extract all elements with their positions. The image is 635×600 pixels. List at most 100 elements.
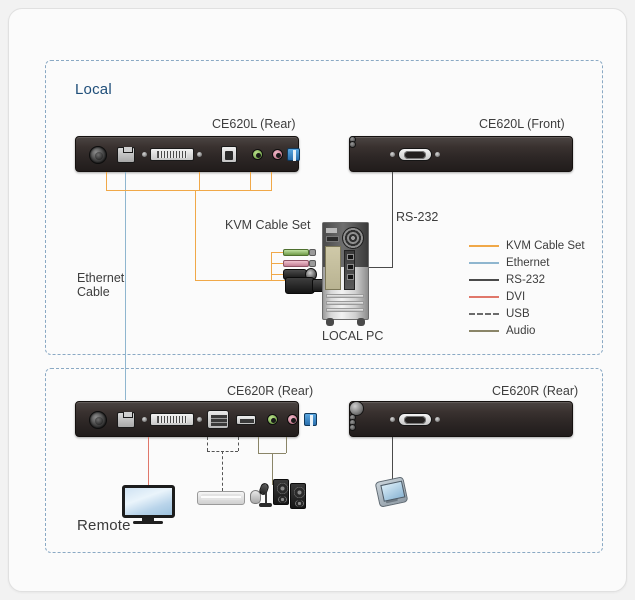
wire-rs232-to-handheld bbox=[392, 437, 393, 479]
pc-badge-icon bbox=[326, 228, 337, 233]
wire-audio-drop-left bbox=[258, 437, 259, 453]
ethernet-rj45-port-icon bbox=[117, 412, 135, 428]
device-title-ce620l-front: CE620L (Front) bbox=[479, 117, 565, 131]
status-led-3-icon bbox=[350, 425, 355, 430]
cable-label-ethernet: Ethernet Cable bbox=[77, 271, 124, 299]
diagram-card: Local Remote CE620L (Rear) CE620L (Front… bbox=[8, 8, 627, 592]
zone-label-remote: Remote bbox=[77, 517, 131, 534]
status-led-1-icon bbox=[350, 137, 355, 142]
wire-audio-trunk bbox=[272, 453, 273, 485]
microphone-jack-icon bbox=[287, 414, 298, 425]
monitor-base bbox=[133, 521, 163, 524]
monitor-neck bbox=[142, 518, 154, 522]
rs232-db9-port-icon bbox=[398, 413, 432, 426]
db9-screw-left-icon bbox=[390, 417, 395, 422]
device-ce620r-rear bbox=[75, 401, 317, 437]
pc-vent-2-icon bbox=[326, 301, 364, 305]
usb-port-upper-icon bbox=[207, 410, 229, 429]
legend-label-audio: Audio bbox=[506, 324, 536, 337]
db9-screw-left-icon bbox=[390, 152, 395, 157]
pc-slot-1-icon bbox=[347, 254, 354, 260]
cable-label-ethernet-line1: Ethernet bbox=[77, 271, 125, 285]
blue-port-icon bbox=[304, 413, 317, 426]
pc-expansion-slots bbox=[344, 250, 355, 290]
wire-usb-to-keyboard bbox=[222, 451, 223, 491]
legend-label-ethernet: Ethernet bbox=[506, 256, 550, 269]
local-pc-tower bbox=[322, 222, 369, 327]
db9-screw-right-icon bbox=[435, 152, 440, 157]
legend-item-kvm-cable-set: KVM Cable Set bbox=[469, 237, 585, 254]
microphone-jack-icon bbox=[272, 149, 283, 160]
status-led-1-icon bbox=[350, 415, 355, 420]
legend-swatch-usb bbox=[469, 312, 499, 315]
monitor-screen bbox=[122, 485, 175, 518]
remote-speaker-right bbox=[290, 483, 306, 509]
power-port-icon bbox=[89, 411, 107, 429]
legend-label-dvi: DVI bbox=[506, 290, 526, 303]
cable-label-rs232: RS-232 bbox=[396, 210, 439, 224]
wire-kvm-to-pink-connector bbox=[271, 263, 283, 264]
ethernet-rj45-port-icon bbox=[117, 147, 135, 163]
wire-dvi-to-monitor bbox=[148, 437, 149, 485]
wire-kvm-to-dvi-connector bbox=[271, 280, 291, 281]
device-ce620l-rear bbox=[75, 136, 300, 172]
pc-foot-left-icon bbox=[326, 318, 334, 326]
pc-foot-right-icon bbox=[357, 318, 365, 326]
dvi-screw-right-icon bbox=[197, 152, 202, 157]
legend-swatch-kvm-cable-set bbox=[469, 244, 499, 247]
usb-b-port-icon bbox=[221, 146, 237, 163]
db9-screw-right-icon bbox=[435, 417, 440, 422]
zone-remote bbox=[45, 368, 603, 553]
wire-kvm-trunk-to-connectors bbox=[195, 280, 271, 281]
pc-drive-icon bbox=[326, 236, 339, 242]
device-title-ce620r-rear: CE620R (Rear) bbox=[227, 384, 314, 398]
dvi-port-icon bbox=[150, 148, 194, 161]
pc-fan-icon bbox=[342, 227, 364, 249]
legend-item-dvi: DVI bbox=[469, 288, 585, 305]
wire-usb-drop-left bbox=[207, 437, 208, 451]
microphone-stem bbox=[265, 493, 267, 504]
node-label-local-pc: LOCAL PC bbox=[322, 329, 384, 343]
pc-slot-2-icon bbox=[347, 264, 354, 270]
wire-kvm-audio-green-drop bbox=[250, 172, 251, 190]
remote-speaker-left bbox=[273, 479, 289, 505]
device-ce620r-front bbox=[349, 401, 573, 437]
reset-button-icon[interactable] bbox=[350, 402, 363, 415]
legend-label-usb: USB bbox=[506, 307, 530, 320]
pc-io-shield bbox=[325, 246, 341, 290]
microphone-base bbox=[259, 503, 272, 507]
legend-item-usb: USB bbox=[469, 305, 585, 322]
device-title-ce620r-front: CE620R (Rear) bbox=[492, 384, 579, 398]
wire-audio-drop-right bbox=[286, 437, 287, 453]
pc-vent-1-icon bbox=[326, 294, 364, 298]
wire-kvm-usb-drop bbox=[199, 172, 200, 190]
handheld-button-icon bbox=[385, 497, 398, 504]
zone-label-local: Local bbox=[75, 81, 112, 98]
cable-label-kvm-cable-set: KVM Cable Set bbox=[225, 218, 311, 232]
status-led-2-icon bbox=[350, 420, 355, 425]
wire-kvm-audio-pink-drop bbox=[271, 172, 272, 190]
wire-kvm-fanout-vertical bbox=[271, 252, 272, 280]
zone-local bbox=[45, 60, 603, 355]
dvi-screw-right-icon bbox=[197, 417, 202, 422]
legend-swatch-dvi bbox=[469, 295, 499, 298]
pc-vent-3-icon bbox=[326, 308, 364, 312]
usb-port-lower-icon bbox=[236, 415, 256, 425]
wire-kvm-bus-horizontal bbox=[106, 190, 272, 191]
status-led-2-icon bbox=[350, 142, 355, 147]
dvi-screw-left-icon bbox=[142, 152, 147, 157]
audio-line-out-jack-icon bbox=[267, 414, 278, 425]
power-port-icon bbox=[89, 146, 107, 164]
remote-mouse bbox=[250, 490, 261, 504]
keyboard-body bbox=[197, 491, 245, 505]
cable-label-ethernet-line2: Cable bbox=[77, 285, 110, 299]
legend-swatch-rs232 bbox=[469, 278, 499, 281]
legend-item-ethernet: Ethernet bbox=[469, 254, 585, 271]
legend: KVM Cable Set Ethernet RS-232 DVI USB Au… bbox=[469, 237, 585, 339]
blue-port-icon bbox=[287, 148, 300, 161]
legend-swatch-audio bbox=[469, 329, 499, 332]
wire-kvm-to-green-connector bbox=[271, 252, 283, 253]
wire-rs232-to-pc bbox=[369, 267, 393, 268]
wire-kvm-trunk-vertical bbox=[195, 190, 196, 280]
dvi-port-icon bbox=[150, 413, 194, 426]
